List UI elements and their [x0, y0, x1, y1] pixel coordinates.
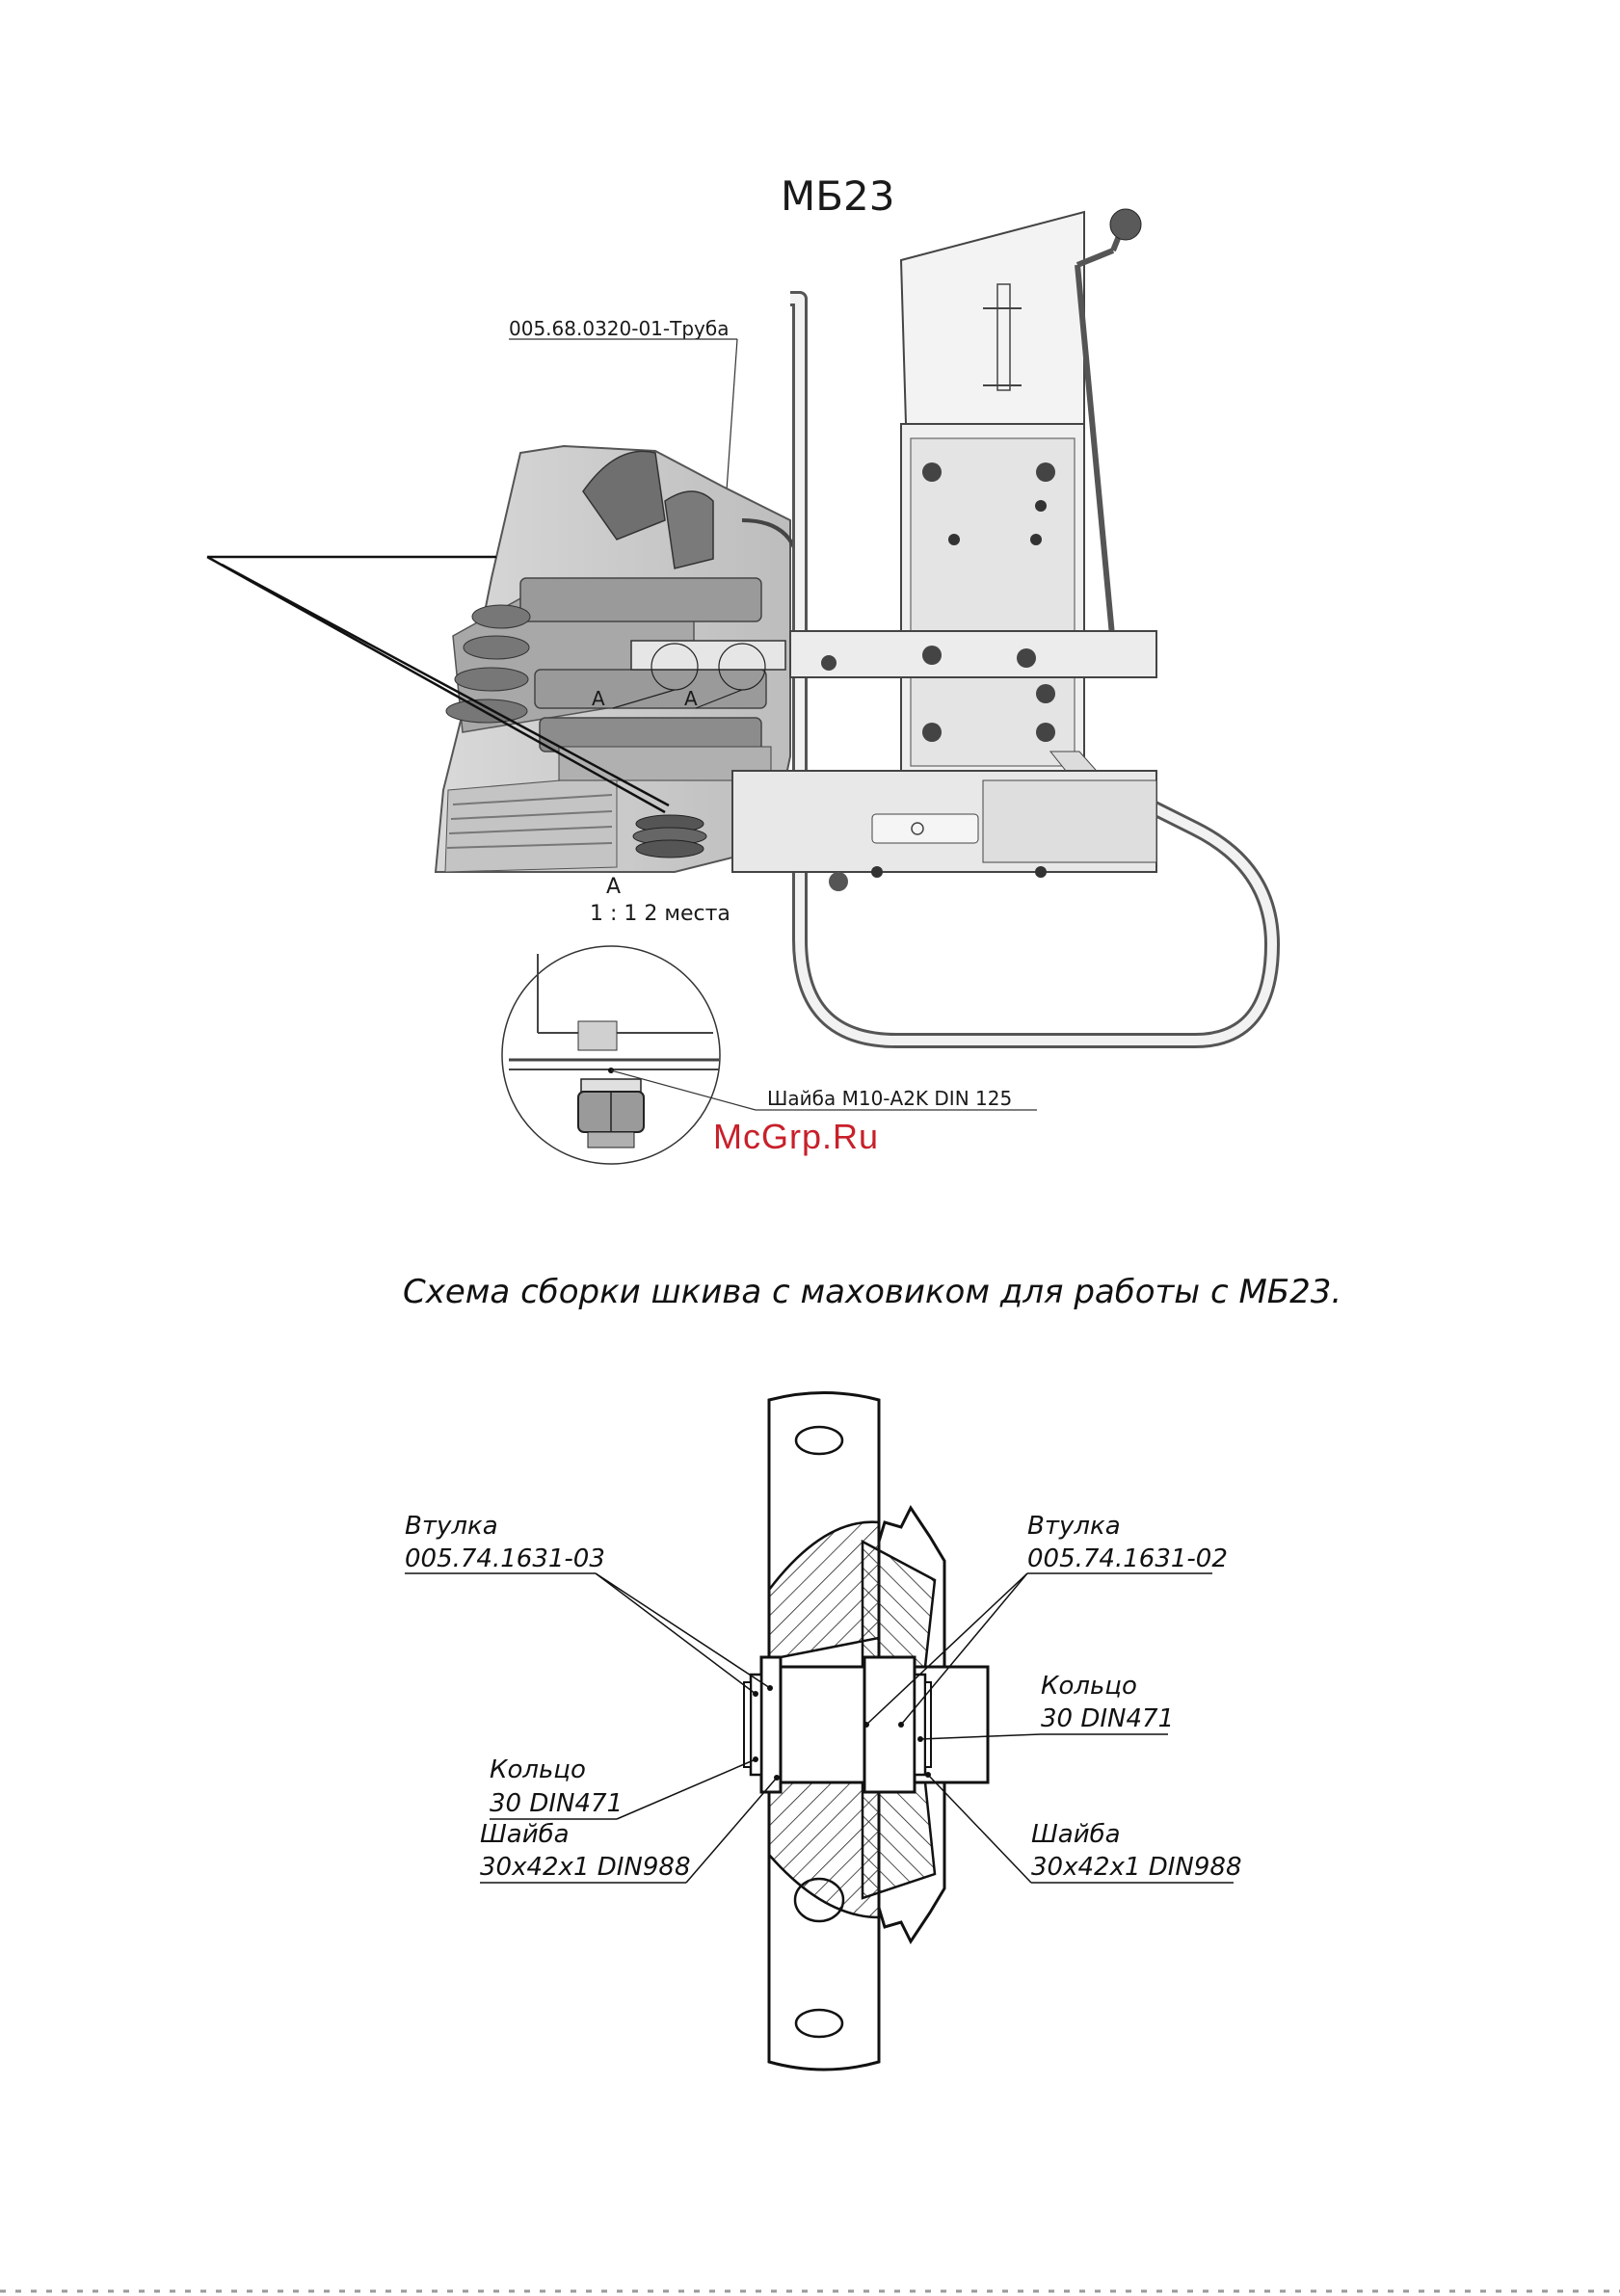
washer-left-name: Шайба	[480, 1820, 570, 1849]
callout-washer-right: Шайба 30x42x1 DIN988	[928, 1775, 1242, 1883]
assembly-section: Втулка 005.74.1631-03 Кольцо 30 DIN471 Ш…	[405, 1393, 1242, 2071]
washer-left	[744, 1682, 751, 1767]
flywheel-hole-top	[796, 1427, 842, 1454]
bushing-left-code: 005.74.1631-03	[405, 1544, 605, 1573]
callout-ring-left: Кольцо 30 DIN471	[490, 1755, 756, 1819]
section-mark-right: A	[684, 687, 698, 710]
washer-left-code: 30x42x1 DIN988	[480, 1853, 691, 1882]
ring-right-code: 30 DIN471	[1041, 1704, 1174, 1733]
washer-callout-label: Шайба М10-A2K DIN 125	[767, 1087, 1012, 1110]
bushing-right-code: 005.74.1631-02	[1027, 1544, 1228, 1573]
assembly-caption: Схема сборки шкива с маховиком для работ…	[403, 1273, 1341, 1311]
ring-left-code: 30 DIN471	[490, 1789, 623, 1818]
watermark: McGrp.Ru	[713, 1117, 879, 1156]
washer-right-name: Шайба	[1031, 1820, 1121, 1849]
bushing-right	[864, 1657, 915, 1792]
top-view: МБ23 005.68.0320-01-Труба	[207, 172, 1272, 1164]
ring-left-name: Кольцо	[490, 1755, 586, 1784]
bushing-left-name: Втулка	[405, 1512, 498, 1541]
bushing-right-name: Втулка	[1027, 1512, 1121, 1541]
bushing-left	[761, 1657, 781, 1792]
pipe-callout-label: 005.68.0320-01-Труба	[509, 317, 729, 340]
callout-bushing-left: Втулка 005.74.1631-03	[405, 1512, 770, 1694]
view-title: МБ23	[781, 172, 895, 220]
flywheel-hole-bottom-2	[796, 2010, 842, 2037]
ring-right	[915, 1675, 925, 1775]
ring-right-name: Кольцо	[1041, 1672, 1137, 1701]
detail-a-letter: A	[606, 875, 621, 899]
detail-a-scale: 1 : 1 2 места	[590, 902, 730, 926]
frame-column	[732, 209, 1272, 1041]
washer-right-code: 30x42x1 DIN988	[1031, 1853, 1242, 1882]
section-mark-left: A	[592, 687, 605, 710]
